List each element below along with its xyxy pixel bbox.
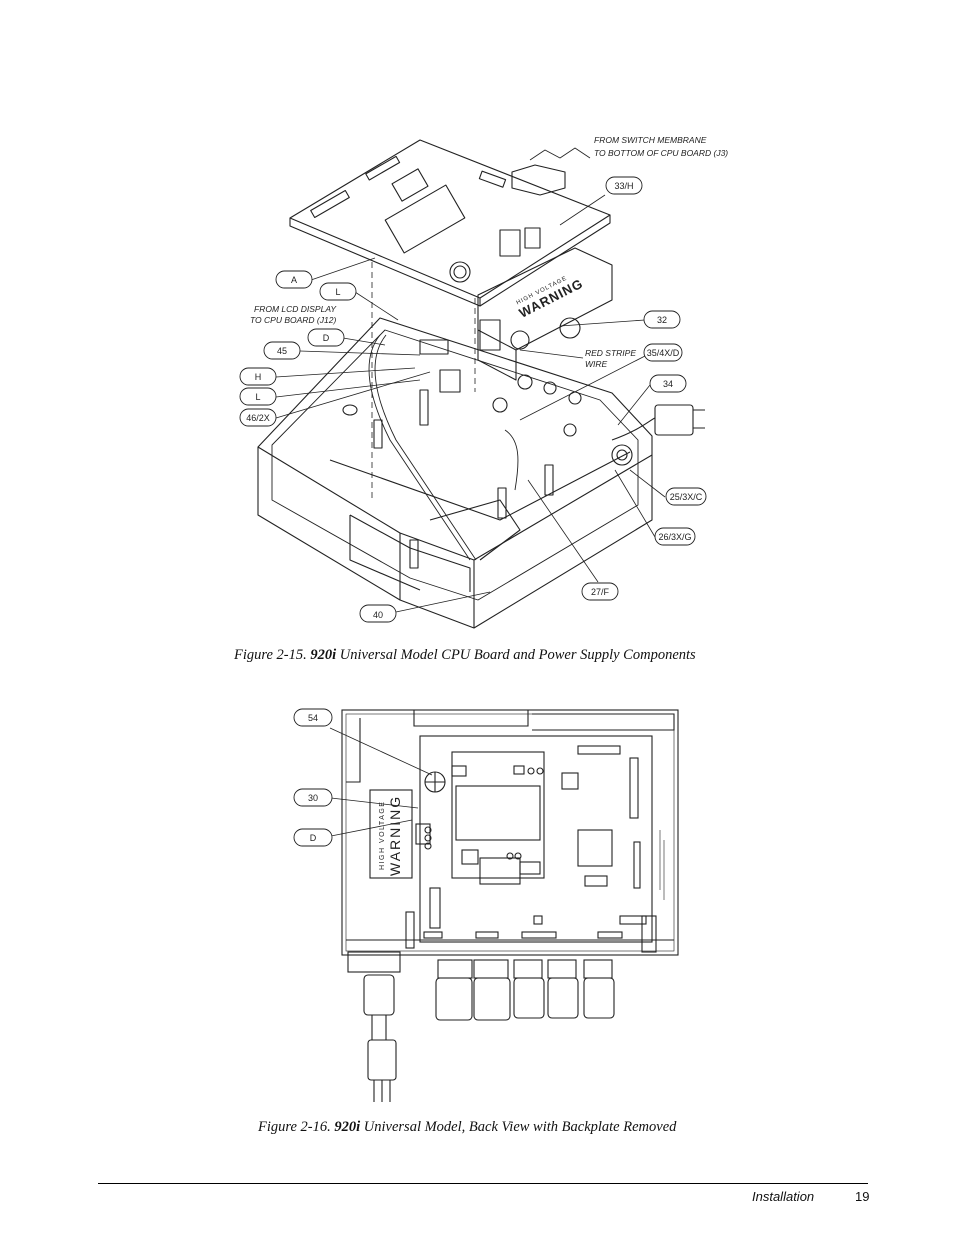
caption-prefix: Figure 2-15.: [234, 647, 311, 663]
note-switch-membrane-1: FROM SWITCH MEMBRANE: [594, 135, 707, 145]
callout-a: A: [291, 275, 297, 285]
callout-26-3x-g: 26/3X/G: [658, 532, 691, 542]
callout-54: 54: [308, 713, 318, 723]
caption-suffix: Universal Model CPU Board and Power Supp…: [336, 647, 696, 663]
note-red-stripe-2: WIRE: [585, 359, 608, 369]
callout-d: D: [323, 333, 330, 343]
callout-h: H: [255, 372, 262, 382]
callout-32: 32: [657, 315, 667, 325]
note-red-stripe-1: RED STRIPE: [585, 348, 636, 358]
callout-d-fig2: D: [310, 833, 317, 843]
caption-model: 920i: [334, 1119, 361, 1135]
callout-27-f: 27/F: [591, 587, 610, 597]
note-switch-membrane-2: TO BOTTOM OF CPU BOARD (J3): [594, 148, 728, 158]
callout-25-3x-c: 25/3X/C: [670, 492, 703, 502]
figure-2-16-drawing: WARNING HIGH VOLTAGE 54 30 D: [293, 708, 679, 1102]
callout-33h: 33/H: [614, 181, 633, 191]
figure-2-16-caption: Figure 2-16. 920i Universal Model, Back …: [258, 1119, 676, 1136]
caption-model: 920i: [310, 647, 337, 663]
callout-46-2x: 46/2X: [246, 413, 270, 423]
figure-2-15-drawing: WARNING HIGH VOLTAGE: [239, 135, 728, 629]
footer-page-number: 19: [855, 1189, 870, 1204]
callout-40: 40: [373, 610, 383, 620]
callout-l-bottom: L: [255, 392, 260, 402]
footer-section-name: Installation: [752, 1189, 815, 1204]
figure-2-15-caption: Figure 2-15. 920i Universal Model CPU Bo…: [234, 647, 696, 664]
caption-suffix: Universal Model, Back View with Backplat…: [360, 1119, 677, 1135]
caption-prefix: Figure 2-16.: [258, 1119, 335, 1135]
warning-sub-fig2: HIGH VOLTAGE: [379, 801, 386, 870]
callout-34: 34: [663, 379, 673, 389]
callout-l-top: L: [335, 287, 340, 297]
callout-45: 45: [277, 346, 287, 356]
callout-35-4x-d: 35/4X/D: [647, 348, 680, 358]
note-lcd-display-1: FROM LCD DISPLAY: [254, 304, 337, 314]
callout-30: 30: [308, 793, 318, 803]
footer-rule: [98, 1183, 868, 1184]
warning-label-fig2: WARNING: [387, 795, 403, 876]
note-lcd-display-2: TO CPU BOARD (J12): [250, 315, 336, 325]
